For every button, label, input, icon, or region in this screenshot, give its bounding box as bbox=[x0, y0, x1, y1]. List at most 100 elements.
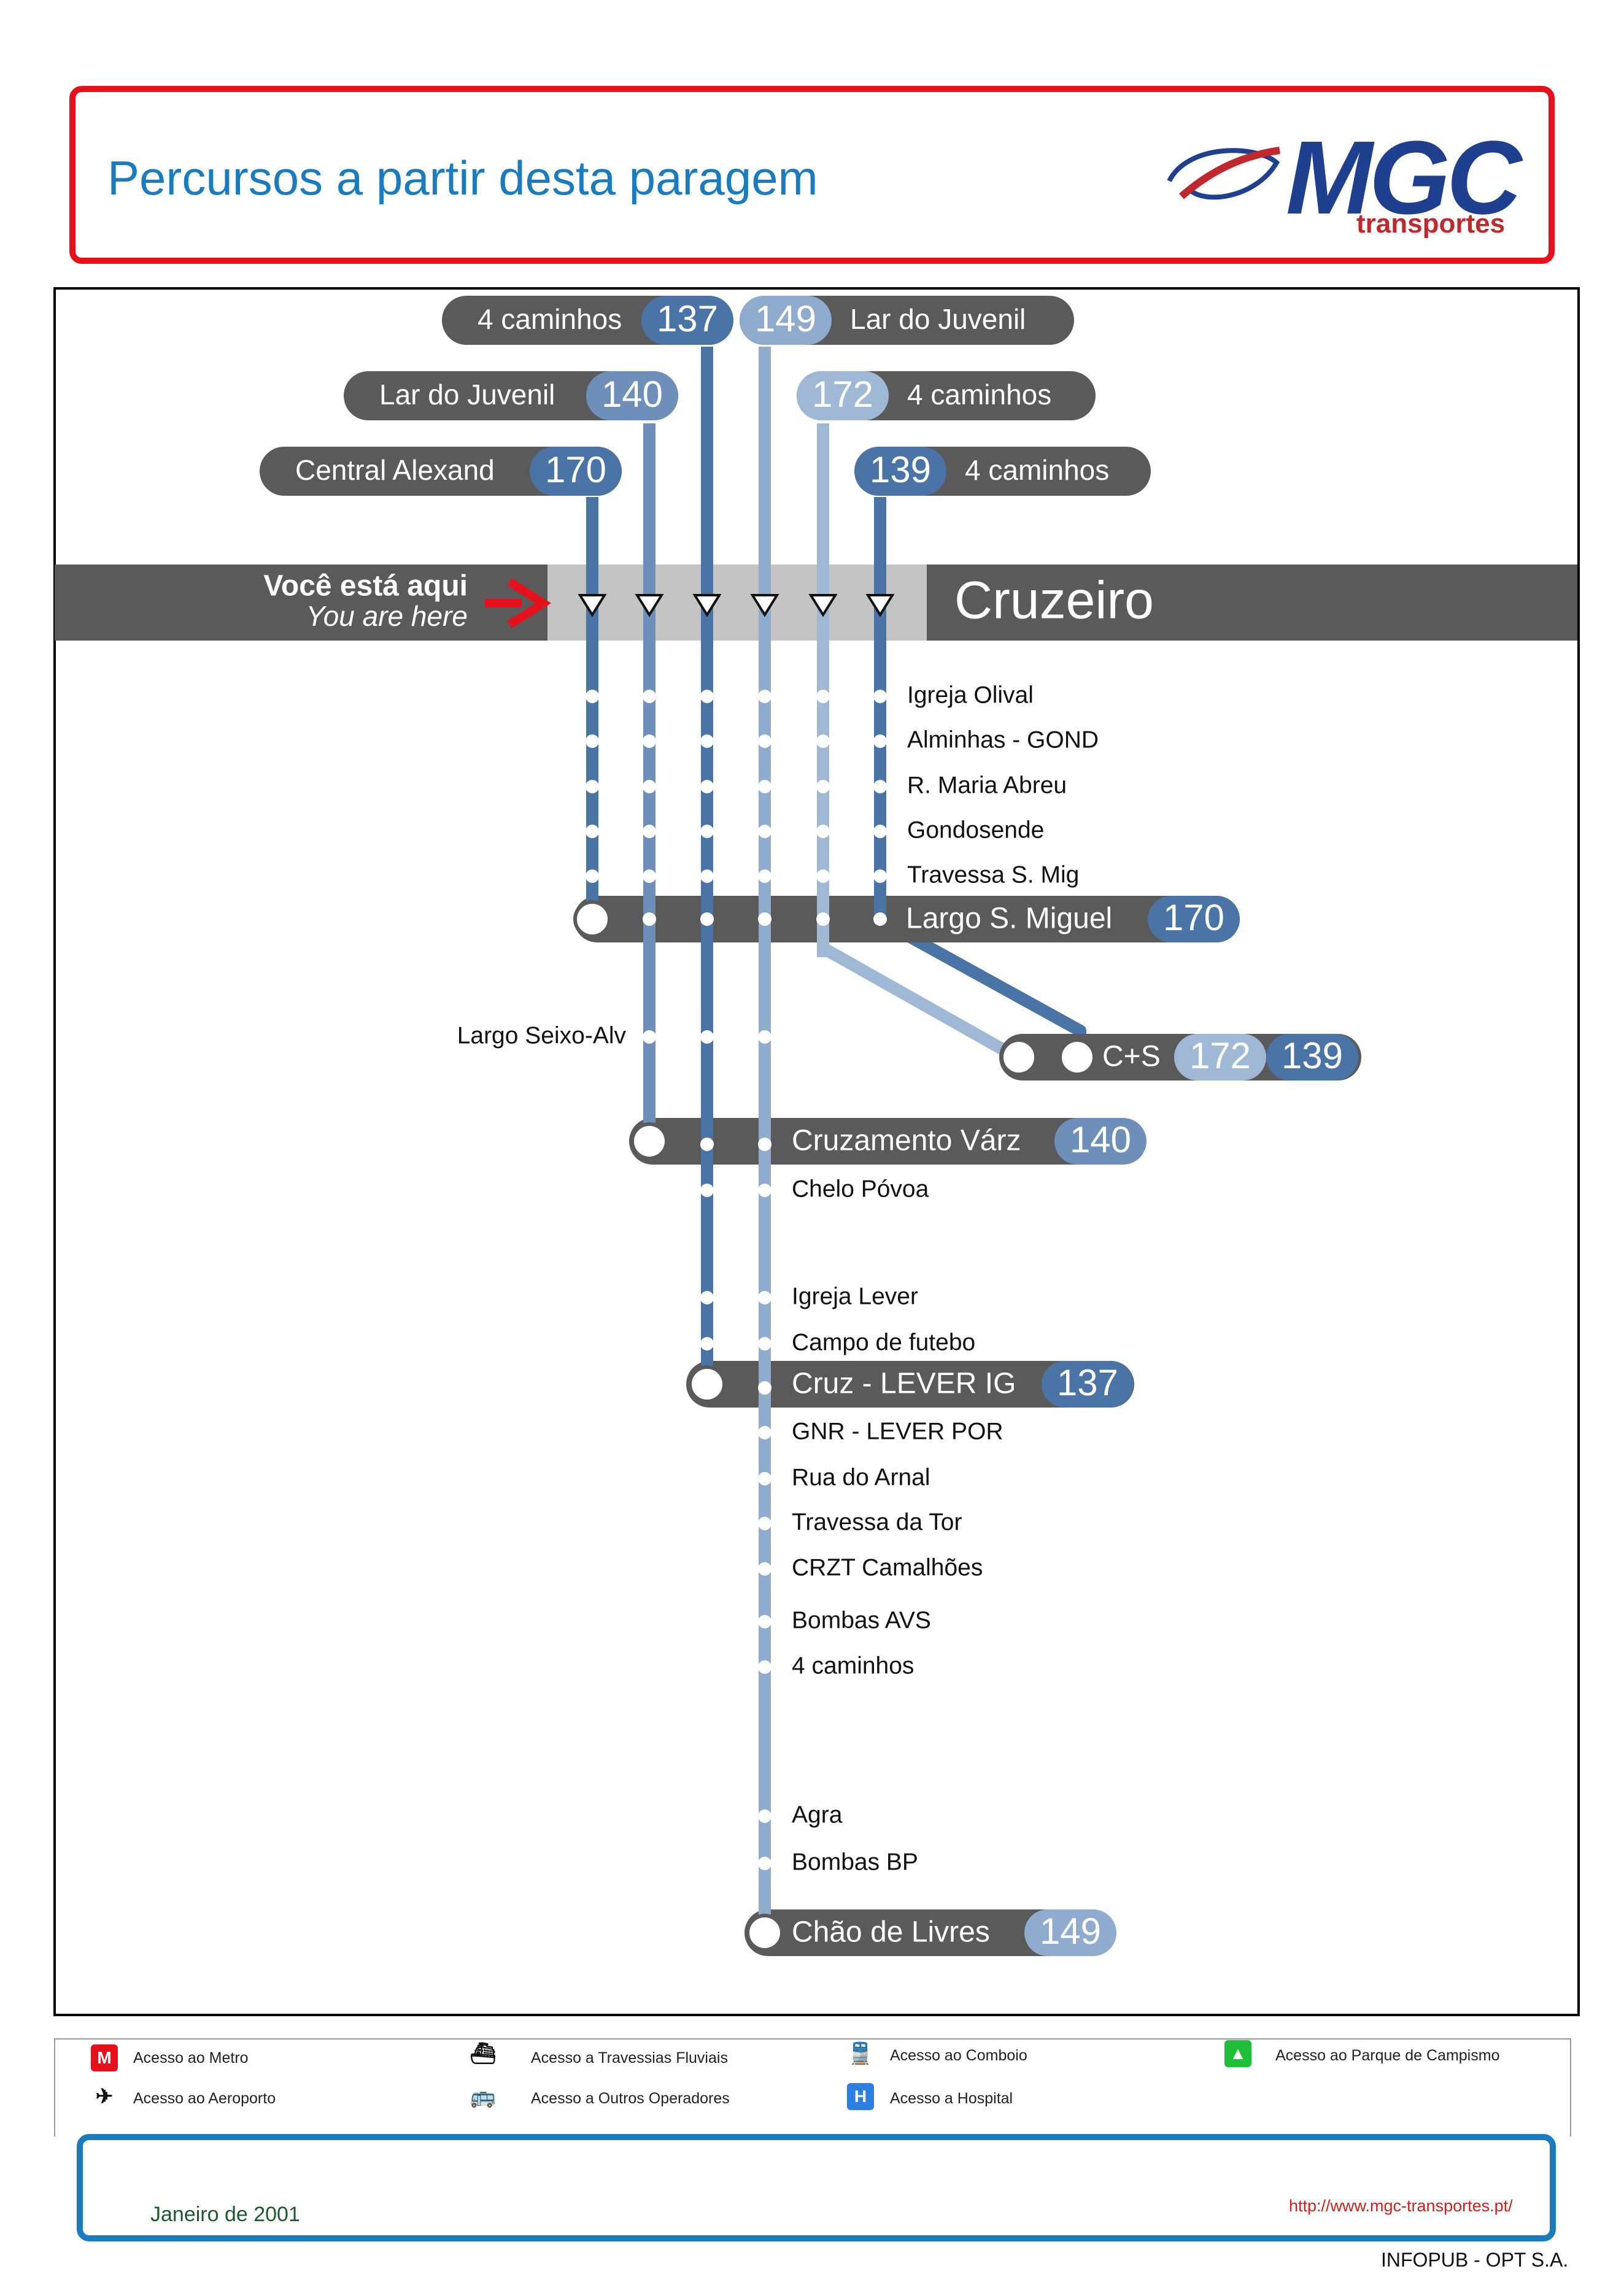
terminal-bar bbox=[574, 896, 1240, 942]
stop-dot bbox=[700, 1291, 714, 1304]
stop-dot bbox=[758, 1337, 771, 1350]
logo-subtitle: transportes bbox=[1356, 209, 1506, 239]
terminal-stop-icon bbox=[573, 900, 611, 938]
stop-dot bbox=[758, 1517, 771, 1530]
stop-dot bbox=[700, 1138, 714, 1151]
stop-dot bbox=[586, 690, 599, 703]
terminal-stop-icon bbox=[688, 1365, 726, 1403]
direction-label: 4 caminhos bbox=[478, 303, 622, 335]
stop-label: Bombas AVS bbox=[792, 1607, 931, 1633]
stop-label: Rua do Arnal bbox=[792, 1464, 930, 1490]
terminal-route-badge-139 bbox=[1266, 1034, 1358, 1081]
direction-label: 4 caminhos bbox=[965, 454, 1109, 486]
stop-dot bbox=[758, 1562, 771, 1576]
legend-label: Acesso a Hospital bbox=[890, 2090, 1013, 2107]
footer-date: Janeiro de 2001 bbox=[150, 2203, 300, 2226]
stop-dot bbox=[873, 780, 887, 793]
stop-dot bbox=[643, 825, 656, 838]
stop-dot bbox=[586, 780, 599, 793]
stop-dot bbox=[586, 869, 599, 883]
terminal-name: C+S bbox=[1102, 1041, 1161, 1073]
stop-dot bbox=[758, 1426, 771, 1439]
route-triangle-icon bbox=[692, 594, 722, 617]
terminal-route-number: 140 bbox=[1070, 1119, 1131, 1160]
here-arrow-icon bbox=[507, 578, 552, 628]
route-badge-number: 139 bbox=[870, 449, 931, 490]
stop-dot bbox=[816, 734, 830, 748]
stop-label: 4 caminhos bbox=[792, 1652, 914, 1679]
you-are-here-label-en: You are here bbox=[306, 600, 468, 632]
stop-dot bbox=[758, 1857, 771, 1870]
stop-dot bbox=[586, 734, 599, 748]
route-badge-137 bbox=[641, 296, 733, 345]
stop-label: Chelo Póvoa bbox=[792, 1176, 929, 1202]
route-window bbox=[547, 564, 927, 641]
page-title: Percursos a partir desta paragem bbox=[107, 151, 818, 205]
stop-dot bbox=[758, 1291, 771, 1304]
stop-label: Travessa S. Mig bbox=[907, 861, 1079, 888]
direction-label: Lar do Juvenil bbox=[850, 303, 1026, 335]
stop-dot bbox=[643, 690, 656, 703]
stop-dot bbox=[816, 912, 830, 926]
terminal-stop-icon bbox=[1000, 1038, 1038, 1076]
terminal-route-badge-140 bbox=[1054, 1118, 1146, 1165]
airplane-icon: ✈ bbox=[95, 2085, 114, 2108]
route-badge-number: 149 bbox=[755, 298, 816, 339]
route-badge-139 bbox=[854, 447, 946, 496]
stop-label: Gondosende bbox=[907, 817, 1044, 843]
stop-dot bbox=[758, 1030, 771, 1044]
stop-dot bbox=[643, 912, 656, 926]
footer-org: INFOPUB - OPT S.A. bbox=[1381, 2249, 1569, 2271]
camping-icon: ▲ bbox=[1224, 2040, 1251, 2067]
stop-dot bbox=[873, 912, 887, 926]
stop-dot bbox=[873, 825, 887, 838]
footer-url-link[interactable]: http://www.mgc-transportes.pt/ bbox=[1289, 2197, 1513, 2215]
terminal-route-number: 149 bbox=[1040, 1911, 1101, 1952]
terminal-name: Cruz - LEVER IG bbox=[792, 1368, 1016, 1400]
stop-dot bbox=[758, 1381, 771, 1395]
stop-dot bbox=[758, 1138, 771, 1151]
footer-box bbox=[77, 2134, 1556, 2241]
route-triangle-icon bbox=[578, 594, 607, 617]
terminal-route-badge-172 bbox=[1174, 1034, 1266, 1081]
stop-dot bbox=[700, 780, 714, 793]
legend-label: Acesso ao Parque de Campismo bbox=[1275, 2047, 1500, 2064]
direction-pill-170 bbox=[260, 447, 622, 496]
stop-label: Igreja Olival bbox=[907, 682, 1034, 708]
legend-label: Acesso ao Comboio bbox=[890, 2047, 1027, 2064]
terminal-route-badge-149 bbox=[1024, 1909, 1116, 1956]
route-badge-149 bbox=[740, 296, 832, 345]
stop-dot bbox=[758, 1184, 771, 1197]
route-map-frame bbox=[53, 287, 1580, 2016]
logo-brand: MGC bbox=[1286, 120, 1522, 236]
stop-dot bbox=[758, 869, 771, 883]
route-badge-number: 137 bbox=[657, 298, 718, 339]
terminal-route-number: 139 bbox=[1282, 1035, 1343, 1076]
route-badge-number: 140 bbox=[601, 374, 663, 415]
terminal-stop-icon bbox=[630, 1122, 668, 1160]
direction-label: Central Alexand bbox=[295, 454, 495, 486]
metro-icon: M bbox=[91, 2044, 118, 2071]
stop-dot bbox=[758, 690, 771, 703]
stop-label: R. Maria Abreu bbox=[907, 772, 1067, 798]
route-badge-172 bbox=[797, 371, 889, 420]
stop-dot bbox=[586, 825, 599, 838]
terminal-route-badge-170 bbox=[1148, 896, 1240, 942]
terminal-name: Chão de Livres bbox=[792, 1916, 990, 1949]
train-icon: 🚆 bbox=[847, 2042, 874, 2065]
direction-label: 4 caminhos bbox=[907, 379, 1051, 410]
stop-dot bbox=[758, 912, 771, 926]
stop-dot bbox=[816, 690, 830, 703]
stop-dot bbox=[816, 869, 830, 883]
terminal-name: Cruzamento Várz bbox=[792, 1125, 1021, 1157]
stop-dot bbox=[873, 869, 887, 883]
logo-swoosh-icon bbox=[1167, 147, 1280, 200]
stop-dot bbox=[700, 825, 714, 838]
stop-dot bbox=[758, 1615, 771, 1628]
stop-dot bbox=[758, 825, 771, 838]
stop-dot bbox=[873, 734, 887, 748]
stop-dot bbox=[816, 825, 830, 838]
legend-label: Acesso ao Metro bbox=[133, 2049, 249, 2067]
stop-label: GNR - LEVER POR bbox=[792, 1418, 1003, 1444]
stop-label: Largo Seixo-Alv bbox=[457, 1022, 627, 1049]
